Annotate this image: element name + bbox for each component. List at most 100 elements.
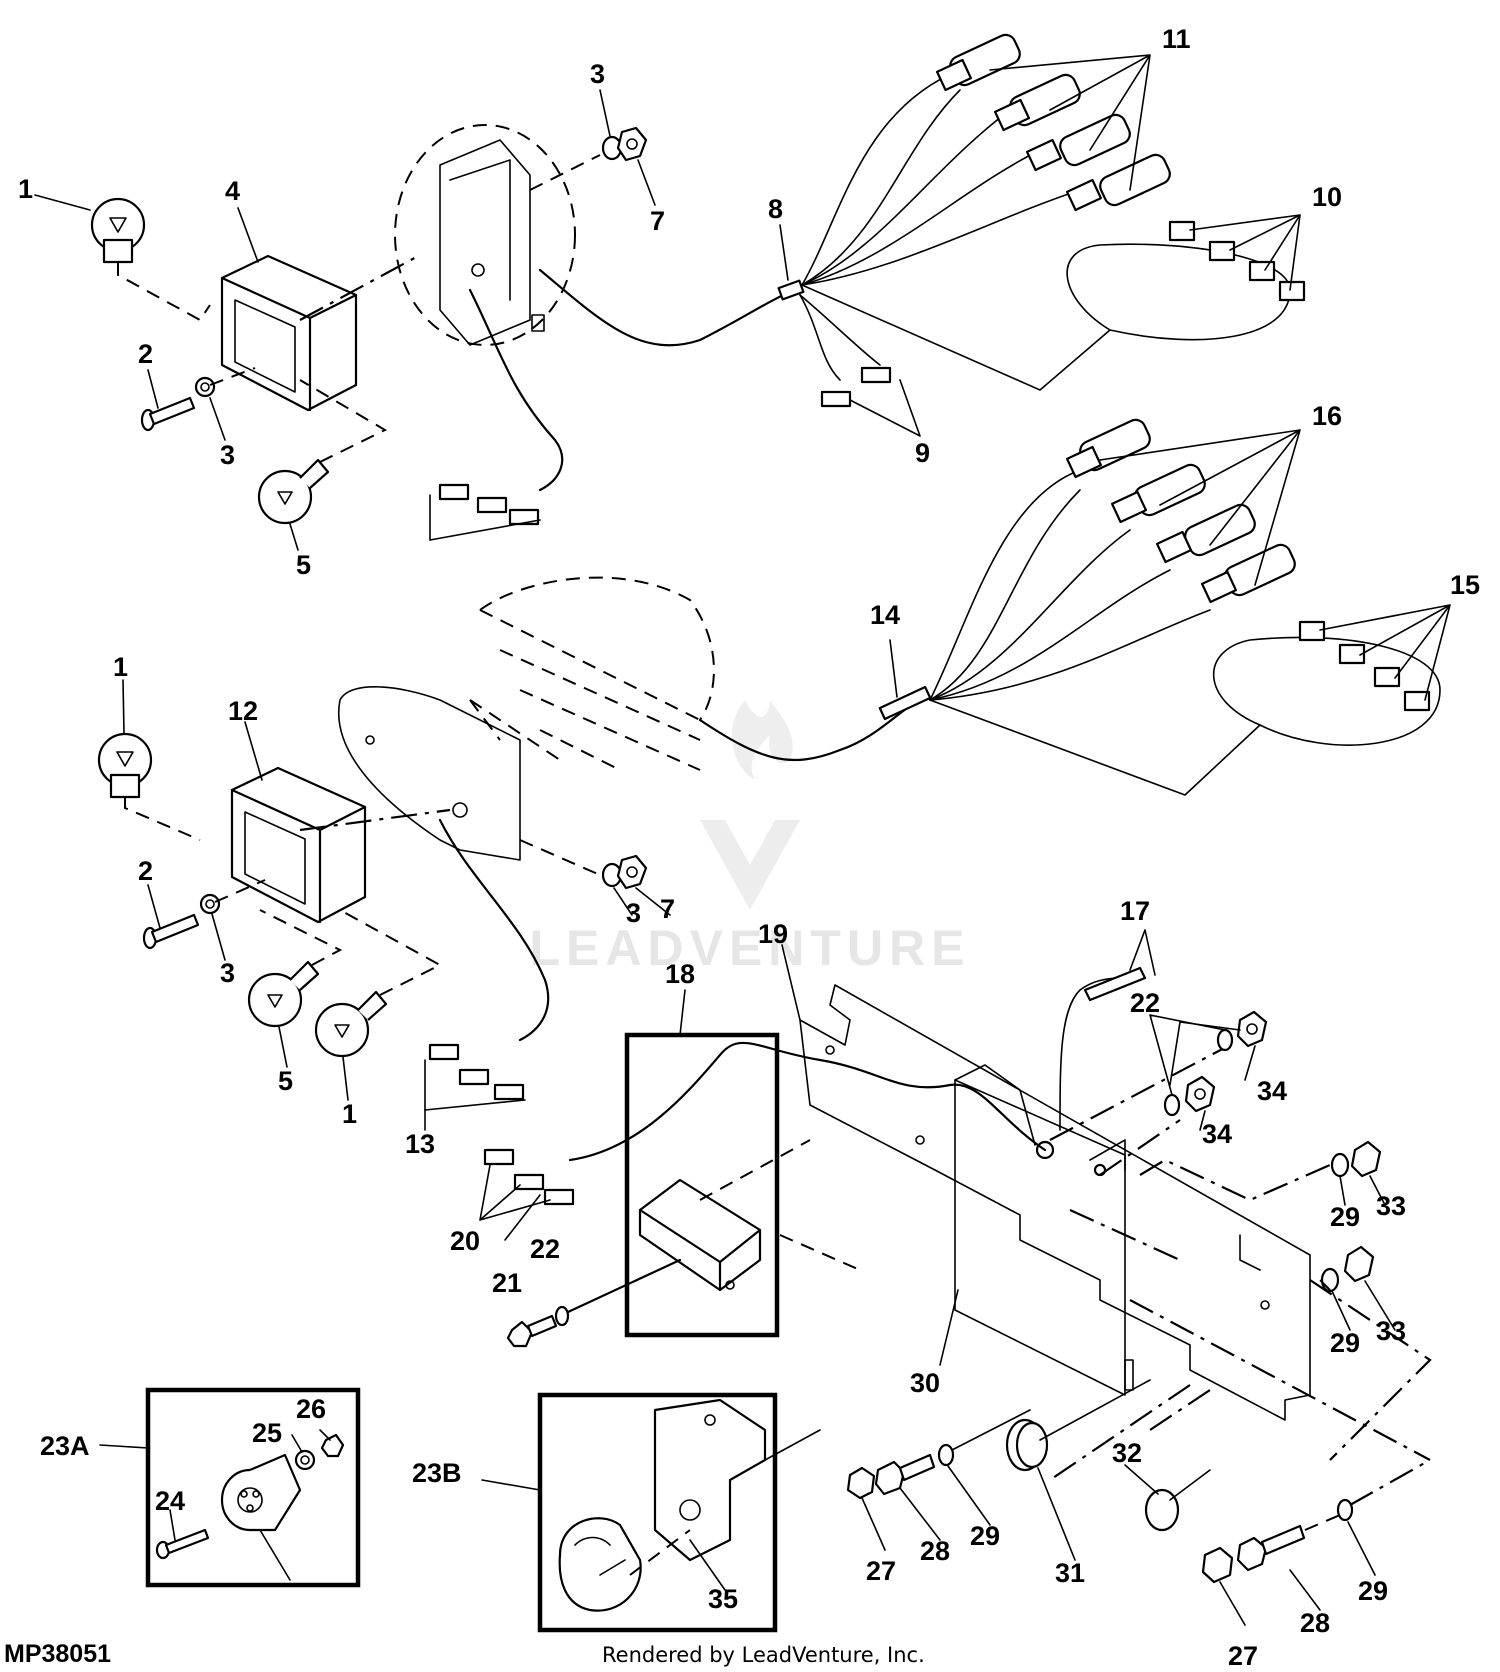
callout-31: 31: [1055, 1558, 1085, 1588]
bolt-28-b: [1236, 1524, 1306, 1572]
callout-23a: 23A: [40, 1431, 90, 1461]
nut-27-b: [1201, 1546, 1234, 1584]
screw-2-lower: [142, 913, 200, 950]
screw-24: [155, 1528, 210, 1560]
callout-13: 13: [405, 1129, 435, 1159]
callout-25: 25: [252, 1418, 282, 1448]
callout-23b: 23B: [412, 1458, 462, 1488]
harness-fan-16: [929, 418, 1301, 701]
upper-light-assembly: [90, 33, 1306, 541]
harness-fan-11: [801, 33, 1171, 286]
callout-15: 15: [1450, 570, 1480, 600]
callout-3-top: 3: [590, 59, 605, 89]
callout-19: 19: [758, 919, 788, 949]
diagram-id: MP38051: [4, 1640, 111, 1668]
callout-2: 2: [138, 339, 153, 369]
callout-10: 10: [1312, 182, 1342, 212]
callout-33-b: 33: [1376, 1316, 1406, 1346]
callout-22-lower: 22: [530, 1234, 560, 1264]
detail-box-23b: [537, 1392, 778, 1633]
callout-29-a: 29: [1330, 1202, 1360, 1232]
plug-31: [1005, 1418, 1049, 1472]
bolt-28-a: [874, 1453, 936, 1496]
callout-22: 22: [1130, 988, 1160, 1018]
callout-9: 9: [915, 438, 930, 468]
callout-11: 11: [1162, 24, 1191, 54]
washer-22-a: [1216, 1028, 1234, 1052]
callout-29-b: 29: [1330, 1328, 1360, 1358]
callout-32: 32: [1112, 1438, 1142, 1468]
nut-27-a: [846, 1466, 876, 1500]
panel-19: [799, 984, 1311, 1421]
connector-14: [878, 685, 932, 721]
callout-26: 26: [296, 1394, 326, 1424]
washer-25: [294, 1449, 316, 1471]
callout-3: 3: [220, 440, 235, 470]
washer-29-b: [1320, 1267, 1340, 1293]
bulb-1-lower-a: [97, 732, 153, 799]
nut-34-a: [1236, 1010, 1268, 1048]
bulb-1-upper: [90, 197, 146, 264]
nut-33-a: [1350, 1140, 1382, 1178]
callout-20: 20: [450, 1226, 480, 1256]
callout-30: 30: [910, 1368, 940, 1398]
callout-29-c: 29: [970, 1521, 1000, 1551]
callout-8: 8: [768, 194, 783, 224]
callout-17: 17: [1120, 896, 1150, 926]
callout-16: 16: [1312, 401, 1342, 431]
cap-32: [1144, 1488, 1180, 1532]
lower-light-assembly: [97, 418, 1451, 1111]
callout-14: 14: [870, 600, 900, 630]
callout-1-lower-b: 1: [342, 1099, 357, 1129]
callout-2-lower: 2: [138, 856, 153, 886]
callout-7-lower: 7: [660, 894, 675, 924]
harness-loop-15: [929, 604, 1451, 796]
nut-7-top: [616, 126, 648, 162]
connector-set-13: [424, 1043, 526, 1111]
leader-lines: [34, 89, 1396, 1626]
bulb-1-lower-b: [314, 990, 388, 1058]
connector-set-upper-left: [429, 483, 541, 541]
callout-28-a: 28: [920, 1536, 950, 1566]
connectors-9: [799, 294, 921, 437]
callout-27-a: 27: [866, 1556, 896, 1586]
callout-3-lower-right: 3: [626, 898, 641, 928]
nut-26: [320, 1433, 345, 1458]
washer-22-b: [1163, 1093, 1181, 1117]
callout-35: 35: [708, 1584, 738, 1614]
screw-2-upper: [140, 396, 196, 432]
nut-34-b: [1184, 1075, 1216, 1113]
callout-34-a: 34: [1257, 1076, 1287, 1106]
washer-22-c: [554, 1305, 570, 1327]
callout-5: 5: [296, 550, 311, 580]
callout-3-lower: 3: [220, 958, 235, 988]
footer-credit: Rendered by LeadVenture, Inc.: [602, 1643, 925, 1667]
callout-21: 21: [492, 1268, 522, 1298]
bulb-5-upper: [257, 458, 330, 525]
callout-29-d: 29: [1358, 1576, 1388, 1606]
callouts: 1 4 2 3 5 3 7 8 11 10 9 16 15 14 1 12 2 …: [18, 24, 1480, 1671]
detail-box-18: [624, 1032, 780, 1338]
plug-23a: [220, 1453, 302, 1581]
bracket-35: [653, 1398, 821, 1562]
washer-29-a: [1330, 1152, 1350, 1178]
washer-3-lower: [199, 893, 221, 915]
bracket-30: [954, 1064, 1134, 1396]
mount-bracket-upper: [439, 139, 545, 346]
nut-33-b: [1343, 1245, 1375, 1283]
callout-34-b: 34: [1202, 1119, 1232, 1149]
callout-24: 24: [155, 1486, 185, 1516]
bolt-21: [506, 1314, 558, 1348]
callout-18: 18: [665, 959, 695, 989]
callout-12: 12: [228, 696, 258, 726]
control-panel-assembly: [145, 929, 1432, 1633]
watermark-logo: [700, 700, 800, 910]
callout-7: 7: [650, 206, 665, 236]
callout-28-b: 28: [1300, 1608, 1330, 1638]
component-18: [638, 1178, 762, 1292]
lamp-housing-4: [220, 254, 358, 412]
plug-23b: [558, 1517, 691, 1612]
connector-8: [777, 279, 805, 301]
nut-7-lower: [616, 854, 648, 890]
